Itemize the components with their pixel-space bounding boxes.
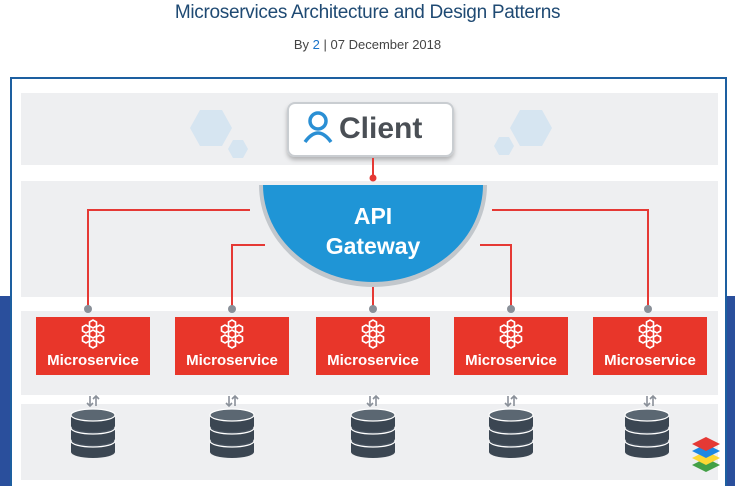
layers-icon	[692, 437, 720, 472]
microservice-label: Microservice	[327, 352, 419, 369]
client-label: Client	[339, 112, 422, 145]
page-title: Microservices Architecture and Design Pa…	[174, 2, 561, 23]
gateway-label-line2: Gateway	[326, 233, 421, 259]
database-icon	[624, 408, 670, 458]
microservice-hex-icon	[499, 319, 523, 349]
microservice-box: Microservice	[593, 317, 707, 375]
database-icon	[209, 408, 255, 458]
sync-arrows-icon	[86, 394, 100, 408]
database-icon	[70, 408, 116, 458]
author-link[interactable]: 2	[312, 37, 320, 52]
microservice-hex-icon	[220, 319, 244, 349]
microservice-hex-icon	[361, 319, 385, 349]
microservice-box: Microservice	[175, 317, 289, 375]
database-icon	[350, 408, 396, 458]
sync-arrows-icon	[366, 394, 380, 408]
microservice-label: Microservice	[604, 352, 696, 369]
gateway-label-line1: API	[354, 203, 392, 229]
microservices-row: Microservice Microservice Microservice Micr…	[36, 317, 707, 375]
database-icon	[488, 408, 534, 458]
by-label: By	[293, 37, 310, 52]
article-date: 07 December 2018	[330, 37, 442, 52]
user-icon	[303, 111, 333, 144]
microservice-label: Microservice	[465, 352, 557, 369]
hexagon-decoration-left	[190, 110, 248, 158]
api-gateway-node: API Gateway	[259, 185, 487, 287]
sync-arrows-icon	[504, 394, 518, 408]
connector-dot	[369, 174, 377, 182]
databases-row	[70, 394, 670, 458]
microservice-label: Microservice	[47, 352, 139, 369]
hexagon-decoration-right	[494, 110, 552, 155]
byline-separator: |	[323, 37, 327, 52]
connector-endpoints	[84, 305, 652, 313]
microservice-label: Microservice	[186, 352, 278, 369]
microservice-hex-icon	[638, 319, 662, 349]
microservice-hex-icon	[81, 319, 105, 349]
microservice-box: Microservice	[454, 317, 568, 375]
right-accent-bar	[724, 296, 735, 486]
microservice-box: Microservice	[316, 317, 430, 375]
microservice-box: Microservice	[36, 317, 150, 375]
article-byline: By 2 | 07 December 2018	[0, 37, 735, 52]
sync-arrows-icon	[643, 394, 657, 408]
left-accent-bar	[0, 296, 12, 486]
sync-arrows-icon	[225, 394, 239, 408]
client-node: Client	[287, 102, 454, 157]
